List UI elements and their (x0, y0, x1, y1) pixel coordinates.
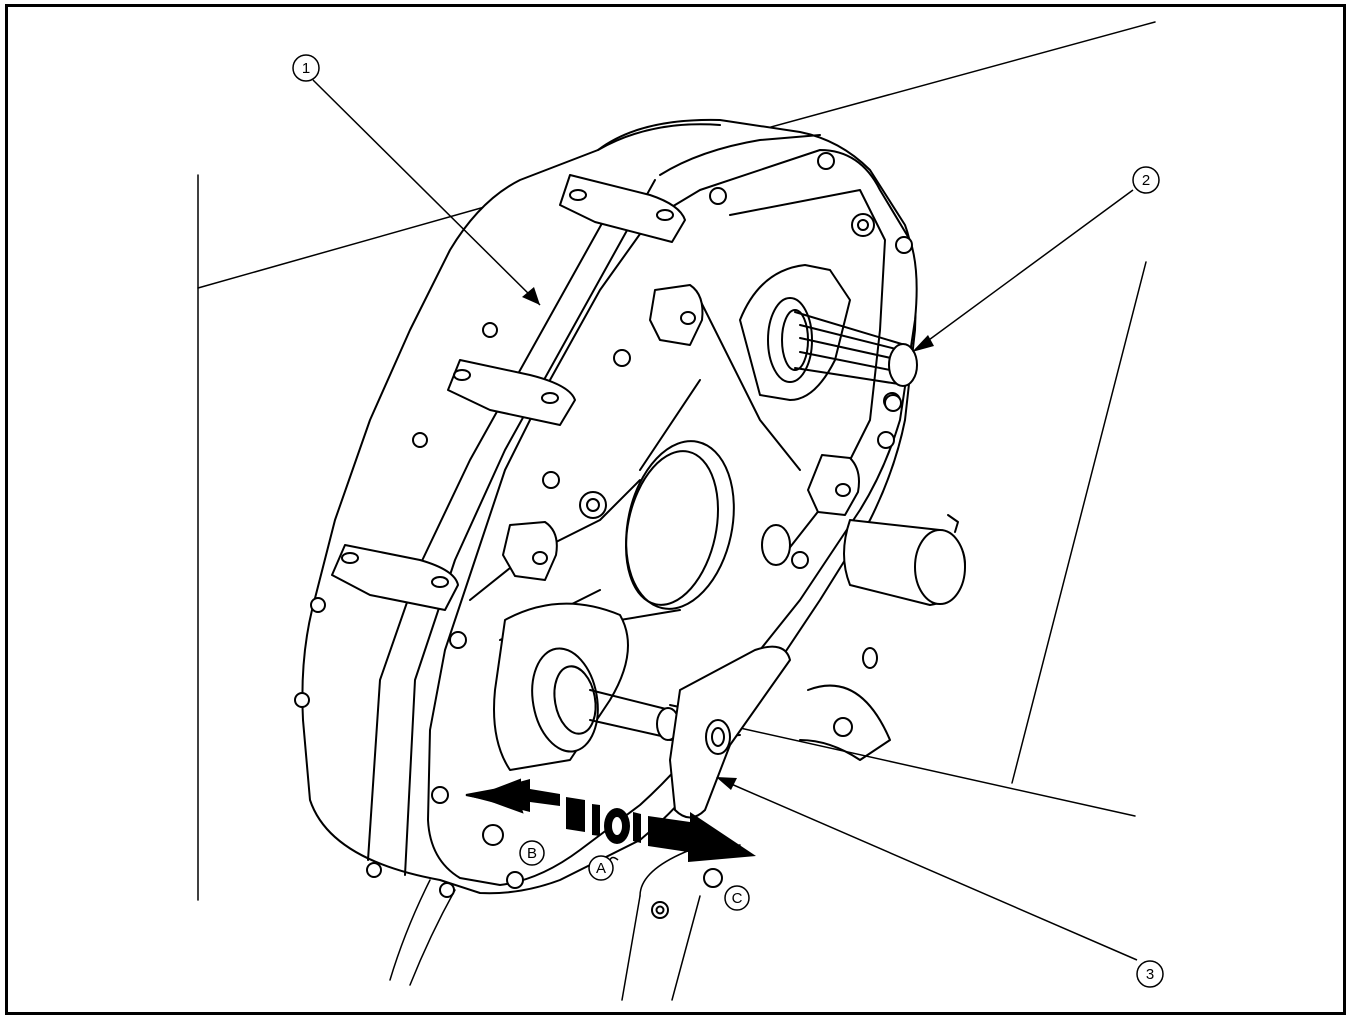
callout-b: B (519, 840, 545, 866)
callout-a: A (588, 855, 614, 881)
callout-label-c: C (732, 890, 743, 907)
shift-lever-assembly (482, 602, 891, 919)
callout-label-3: 3 (1146, 966, 1154, 983)
callout-circle-2 (1132, 166, 1160, 194)
callout-3: 3 (1136, 960, 1164, 988)
callout-circle-3 (1136, 960, 1164, 988)
callout-circle-a (588, 855, 614, 881)
callout-label-2: 2 (1142, 172, 1150, 189)
callout-circle-c (724, 885, 750, 911)
leader-lines (312, 79, 1138, 961)
callout-label-a: A (596, 860, 606, 877)
callout-circle-b (519, 840, 545, 866)
perimeter-bolts (294, 152, 913, 898)
callout-label-1: 1 (302, 60, 310, 77)
leader-line-2 (917, 189, 1134, 349)
callout-1: 1 (292, 54, 320, 82)
side-cylinder (843, 514, 966, 669)
leader-line-1 (312, 79, 541, 306)
callout-2: 2 (1132, 166, 1160, 194)
output-shaft (739, 264, 918, 412)
callout-label-b: B (527, 845, 537, 862)
central-cover (625, 440, 791, 610)
callout-circle-1 (292, 54, 320, 82)
callout-c: C (724, 885, 750, 911)
mounting-lugs (331, 174, 860, 611)
leader-line-3 (721, 779, 1138, 961)
shift-direction-arrow (465, 778, 756, 862)
